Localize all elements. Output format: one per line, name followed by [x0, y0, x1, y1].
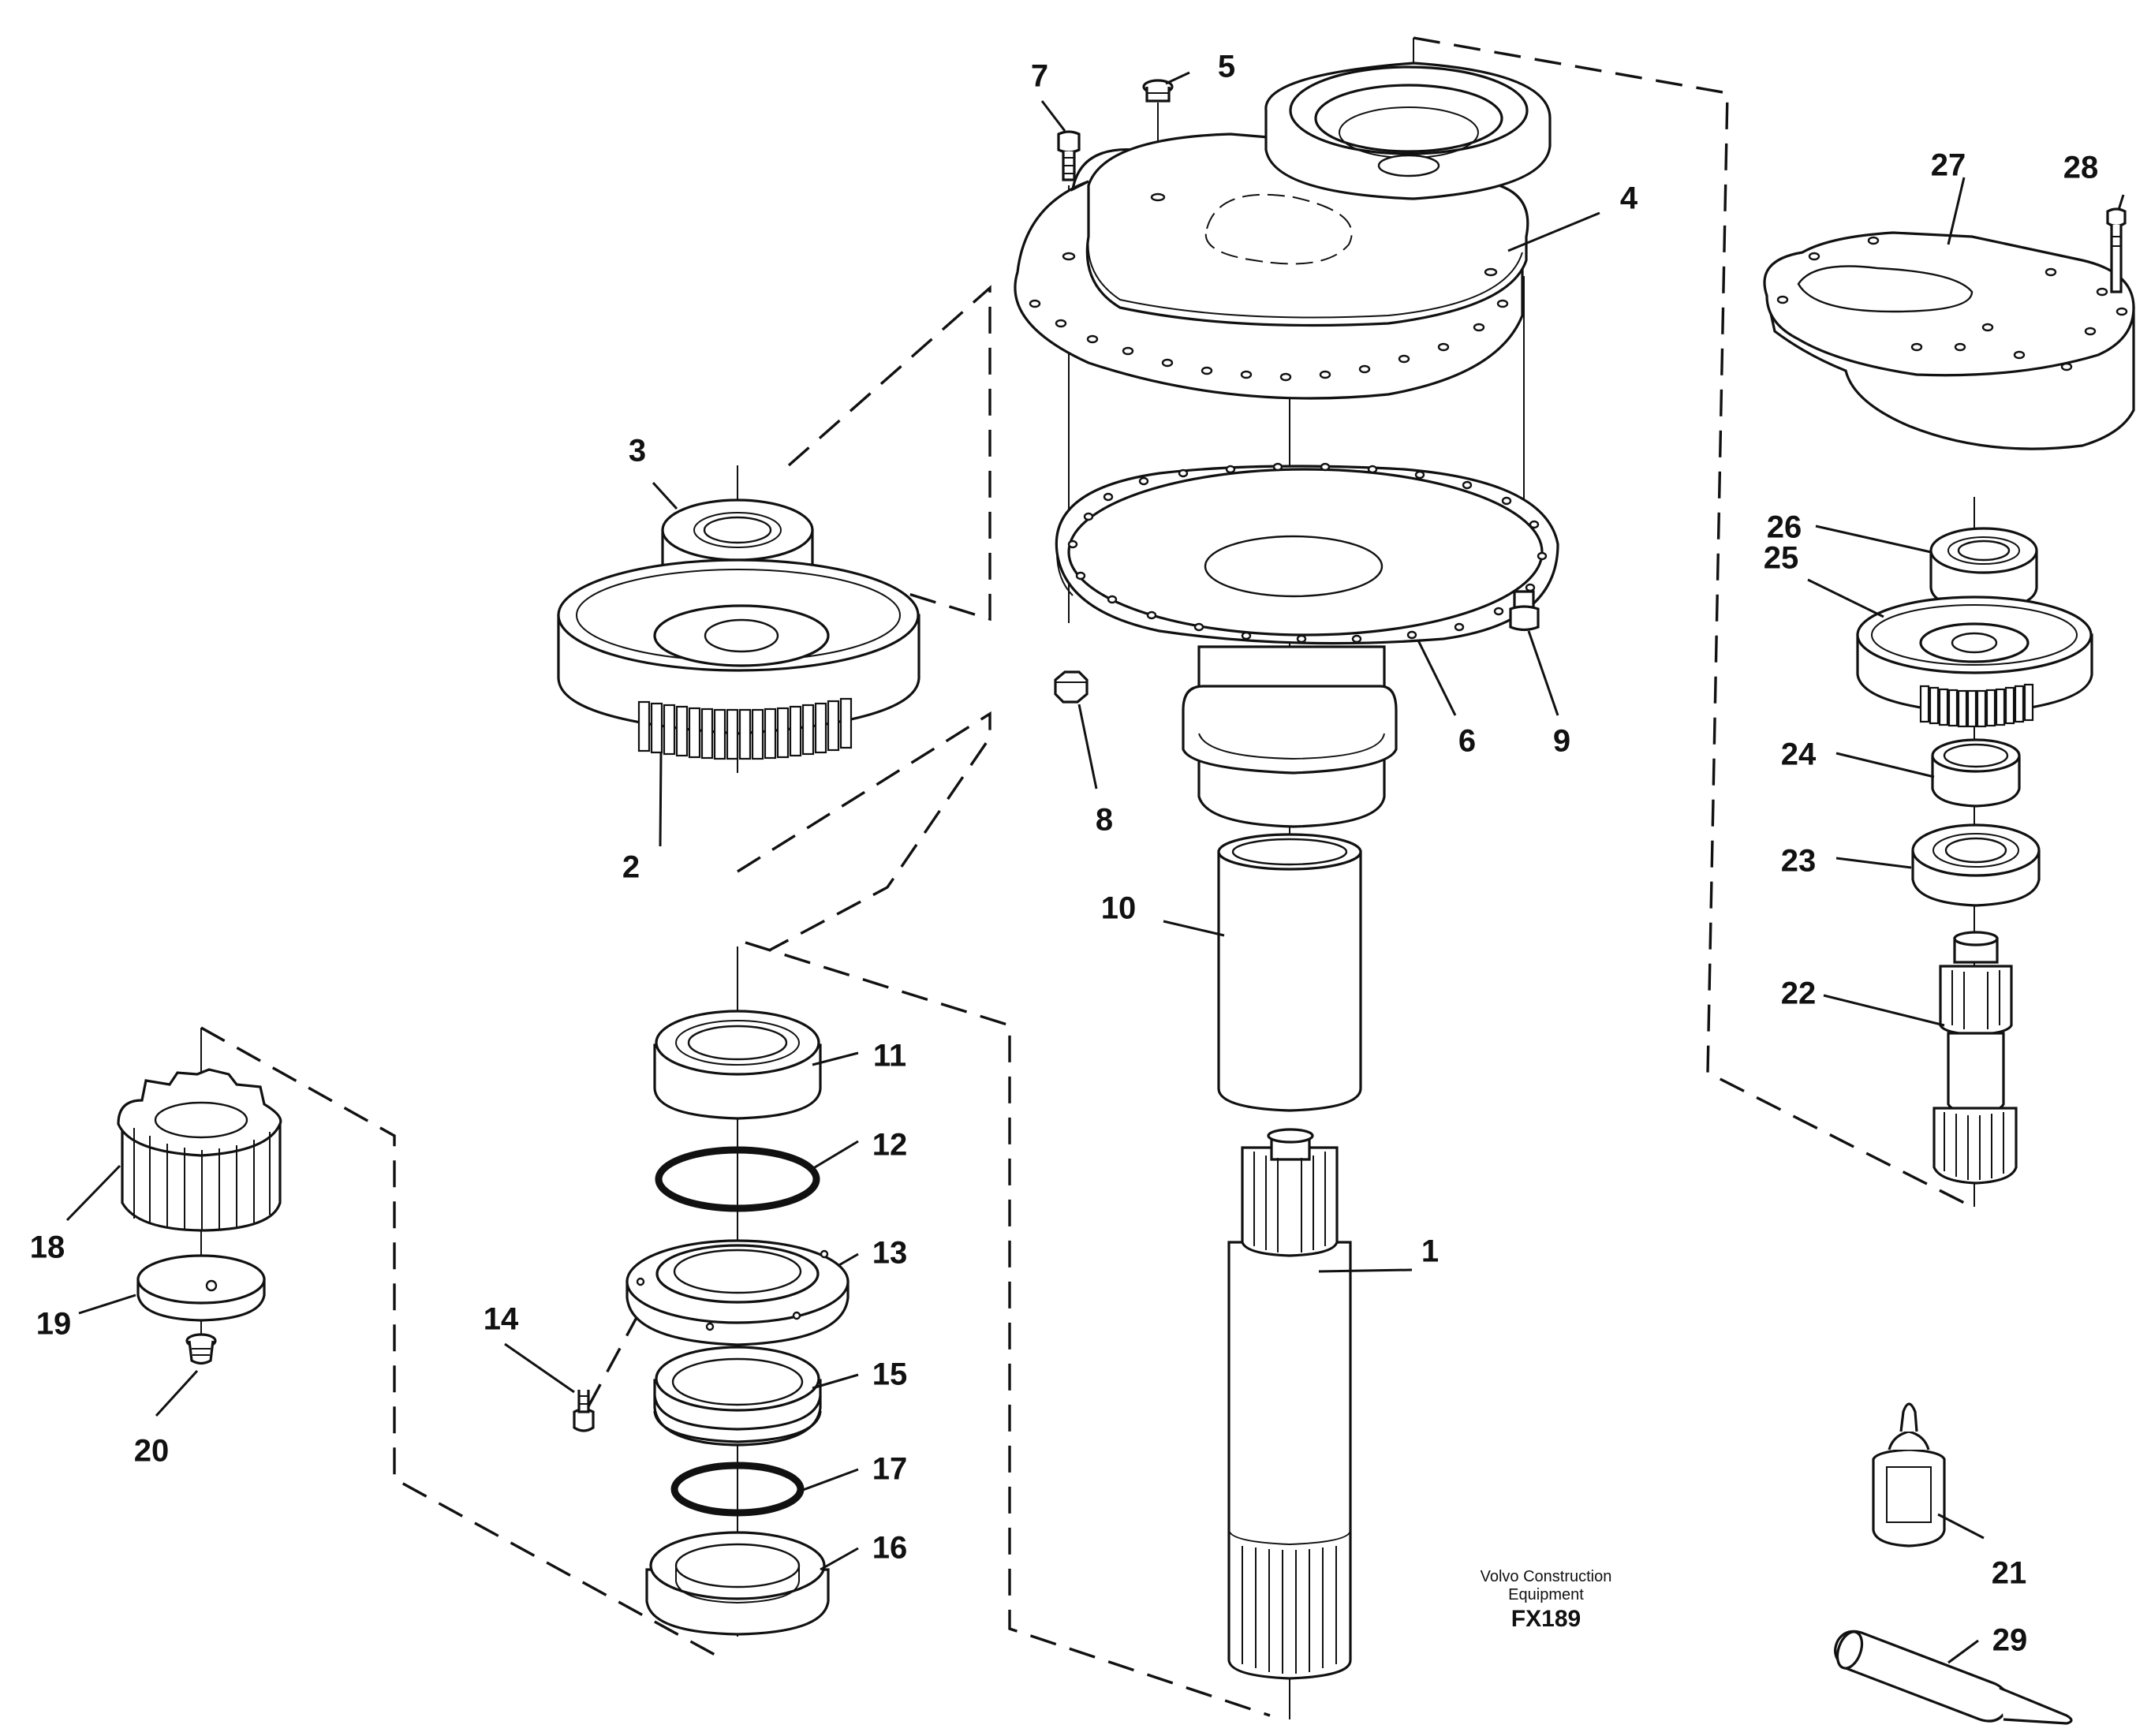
- assembly-line-left: [200, 1026, 719, 1658]
- callout-25: 25: [1763, 540, 1799, 576]
- footer-drawing-code: FX189: [1511, 1606, 1581, 1632]
- assembly-line-gear-top: [787, 285, 991, 622]
- part-12-ring: [655, 1146, 820, 1212]
- footer-company-line1: Volvo Construction: [1480, 1568, 1612, 1585]
- part-20-screw: [185, 1333, 217, 1365]
- callout-18: 18: [29, 1230, 65, 1265]
- callout-17: 17: [872, 1451, 908, 1487]
- callout-19: 19: [35, 1306, 72, 1342]
- part-28-bolt: [2106, 207, 2127, 293]
- callout-10: 10: [1100, 890, 1137, 926]
- callout-4: 4: [1619, 181, 1638, 216]
- callout-20: 20: [133, 1433, 170, 1469]
- part-19-washer: [136, 1254, 266, 1322]
- shaft-splines-top: [1253, 1152, 1326, 1253]
- callout-26: 26: [1766, 510, 1802, 545]
- callout-13: 13: [872, 1235, 908, 1271]
- part-14-screw: [573, 1390, 595, 1432]
- part-4-housing: [1014, 62, 1552, 400]
- cover-holes: [1776, 236, 2128, 371]
- part-8-nut: [1054, 670, 1089, 704]
- callout-9: 9: [1552, 723, 1571, 759]
- part-25-gear: [1856, 595, 2093, 728]
- callout-15: 15: [872, 1357, 908, 1392]
- part-17-ring: [670, 1462, 805, 1517]
- flange-plate-holes: [1067, 462, 1548, 644]
- callout-7: 7: [1030, 58, 1049, 94]
- gear-25-teeth: [1919, 683, 2034, 728]
- part-5-screw: [1142, 79, 1174, 103]
- part-24-spacer: [1931, 738, 2021, 808]
- shaft-splines-bottom: [1242, 1546, 1337, 1674]
- part-29-tube: [1834, 1630, 2073, 1725]
- part-15-seal: [653, 1346, 822, 1447]
- callout-3: 3: [628, 433, 647, 469]
- part-23-bearing: [1911, 823, 2041, 907]
- gear-teeth: [637, 697, 853, 760]
- part-9-bolt: [1509, 590, 1540, 632]
- callout-24: 24: [1780, 737, 1817, 772]
- assembly-line-gear-bottom: [737, 711, 991, 952]
- part-21-bottle: [1872, 1402, 1946, 1547]
- leader-lines: [65, 71, 2125, 1664]
- callout-29: 29: [1992, 1622, 2028, 1658]
- callout-5: 5: [1217, 49, 1236, 84]
- assembly-line-screw: [586, 1312, 640, 1409]
- part-16-bushing: [645, 1531, 830, 1636]
- callout-1: 1: [1421, 1234, 1440, 1269]
- footer-company-line2: Equipment: [1508, 1586, 1584, 1603]
- part-10-sleeve: [1217, 833, 1362, 1112]
- housing-flange-holes: [1029, 299, 1509, 382]
- part-6-flange-plate: [1055, 462, 1559, 828]
- assembly-line-upper-right: [1413, 36, 1973, 1208]
- part-11-bearing: [653, 1010, 822, 1120]
- callout-14: 14: [483, 1301, 519, 1337]
- part-22-pinion-shaft: [1932, 931, 2018, 1185]
- part-1-shaft: [1227, 1128, 1352, 1680]
- callout-23: 23: [1780, 843, 1817, 879]
- part-27-cover: [1763, 231, 2135, 450]
- callout-8: 8: [1095, 802, 1114, 838]
- callout-11: 11: [872, 1038, 907, 1073]
- callout-2: 2: [622, 849, 640, 885]
- part-7-bolt: [1057, 130, 1081, 181]
- part-13-flange-ring: [625, 1239, 850, 1346]
- callout-12: 12: [872, 1127, 908, 1163]
- assembly-line-center: [745, 941, 1271, 1717]
- callout-16: 16: [872, 1530, 908, 1566]
- sprocket-teeth: [133, 1128, 271, 1230]
- drawing-footer: Volvo Construction Equipment FX189: [1481, 1568, 1612, 1634]
- callout-22: 22: [1780, 976, 1817, 1011]
- callout-21: 21: [1991, 1555, 2027, 1591]
- callout-28: 28: [2063, 150, 2099, 185]
- part-18-sprocket: [117, 1068, 282, 1232]
- callout-27: 27: [1930, 147, 1966, 183]
- part-2-gear: [557, 558, 920, 760]
- callout-6: 6: [1458, 723, 1477, 759]
